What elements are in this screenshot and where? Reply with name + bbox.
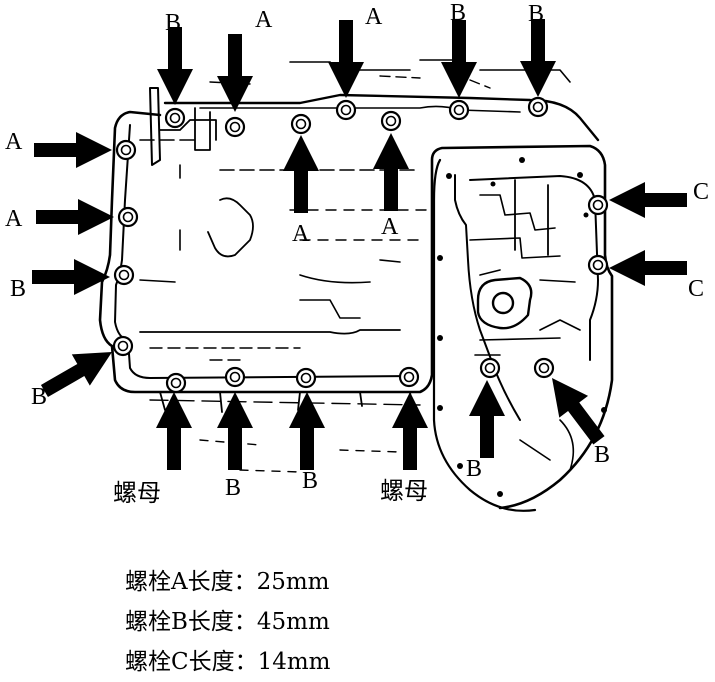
bolt-top-b1 bbox=[164, 107, 186, 129]
label-a: A bbox=[365, 4, 383, 30]
arrow-left-a2 bbox=[36, 199, 114, 235]
bolt-length-legend: 螺栓A长度：25mm 螺栓B长度：45mm 螺栓C长度：14mm bbox=[125, 562, 330, 682]
bolt-inner-b1 bbox=[479, 357, 501, 379]
bolt-top-b3 bbox=[527, 96, 549, 118]
arrow-bottom-nut1 bbox=[156, 392, 192, 470]
bolt-right-c2 bbox=[587, 254, 609, 276]
arrow-right-c1 bbox=[609, 182, 687, 218]
bolt-top-a3 bbox=[335, 99, 357, 121]
arrows bbox=[32, 19, 687, 470]
label-nut: 螺母 bbox=[113, 479, 161, 507]
oil-pan-outline bbox=[98, 59, 614, 512]
bolt-left-a2 bbox=[117, 206, 139, 228]
bolt-bottom-b1 bbox=[224, 366, 246, 388]
arrow-bottom-b1 bbox=[217, 392, 253, 470]
label-b: B bbox=[466, 456, 482, 482]
bolt-top-a1 bbox=[224, 116, 246, 138]
arrow-right-c2 bbox=[609, 250, 687, 286]
bolt-top-a2 bbox=[290, 113, 312, 135]
arrow-top-a1 bbox=[217, 34, 253, 112]
label-a: A bbox=[5, 129, 23, 155]
bolt-bottom-nut1 bbox=[165, 372, 187, 394]
label-nut: 螺母 bbox=[380, 477, 428, 505]
arrow-up-a2 bbox=[283, 135, 319, 213]
legend-bolt-c: 螺栓C长度：14mm bbox=[125, 649, 331, 675]
bolt-inner-b2 bbox=[533, 357, 555, 379]
label-b: B bbox=[450, 0, 466, 26]
bolt-bottom-nut2 bbox=[398, 366, 420, 388]
arrow-top-b3 bbox=[520, 19, 556, 97]
arrow-left-b2 bbox=[35, 336, 121, 407]
legend-bolt-b: 螺栓B长度：45mm bbox=[125, 609, 330, 635]
arrow-left-a1 bbox=[34, 132, 112, 168]
label-b: B bbox=[31, 384, 47, 410]
bolt-right-c1 bbox=[587, 194, 609, 216]
bolt-top-b2 bbox=[448, 99, 470, 121]
arrow-top-a3 bbox=[328, 20, 364, 98]
arrow-top-b1 bbox=[157, 27, 193, 105]
label-c: C bbox=[688, 276, 704, 302]
label-b: B bbox=[302, 468, 318, 494]
arrow-top-b2 bbox=[441, 20, 477, 98]
arrow-left-b1 bbox=[32, 259, 110, 295]
arrow-inner-b1 bbox=[469, 380, 505, 458]
arrow-bottom-nut2 bbox=[392, 392, 428, 470]
legend-bolt-a: 螺栓A长度：25mm bbox=[125, 569, 330, 595]
label-c: C bbox=[693, 179, 709, 205]
label-b: B bbox=[528, 1, 544, 27]
bolt-left-b2 bbox=[112, 335, 134, 357]
label-a: A bbox=[255, 7, 273, 33]
bolt-top-a4 bbox=[380, 110, 402, 132]
label-b: B bbox=[594, 442, 610, 468]
label-b: B bbox=[165, 10, 181, 36]
arrow-up-a4 bbox=[373, 133, 409, 211]
label-a: A bbox=[292, 221, 310, 247]
label-a: A bbox=[381, 214, 399, 240]
label-b: B bbox=[225, 475, 241, 501]
bolt-left-a1 bbox=[115, 139, 137, 161]
oil-pan-bolt-diagram: B A A B B A A B B A A B B B B C C 螺母 螺母 bbox=[5, 0, 709, 512]
bolt-bottom-b2 bbox=[295, 367, 317, 389]
bolt-labels: B A A B B A A B B A A B B B B C C 螺母 螺母 bbox=[5, 0, 709, 507]
label-b: B bbox=[10, 276, 26, 302]
bolt-left-b1 bbox=[113, 264, 135, 286]
label-a: A bbox=[5, 206, 23, 232]
